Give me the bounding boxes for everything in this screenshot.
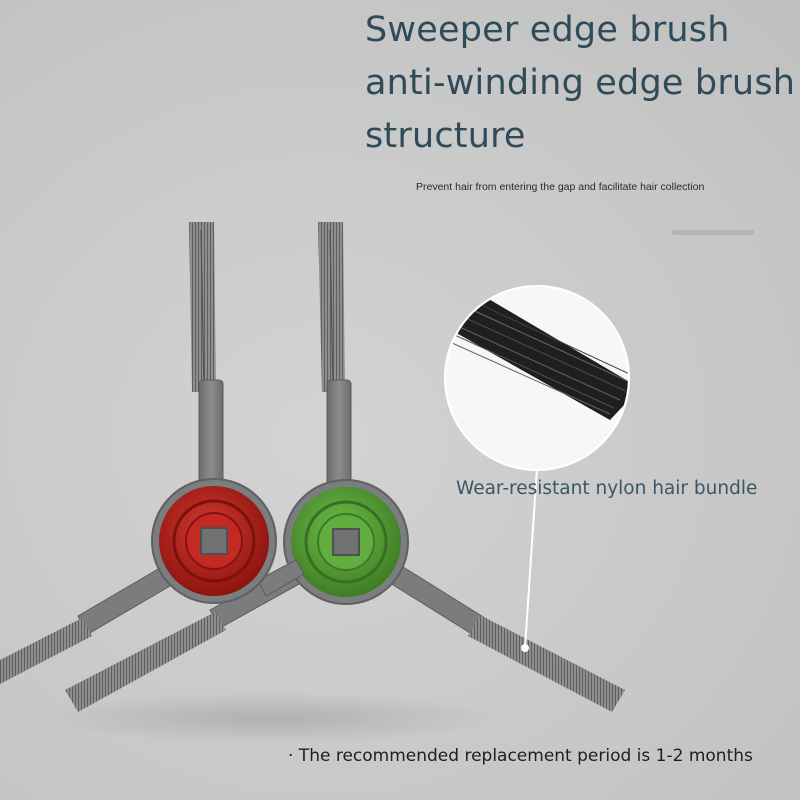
green-brush-right-arm: [381, 559, 625, 712]
floor-shadow: [40, 692, 500, 744]
red-brush-right-arm: [257, 559, 305, 597]
red-hub: [151, 478, 277, 604]
page-title: Sweeper edge brush anti-winding edge bru…: [365, 4, 795, 163]
replacement-note: · The recommended replacement period is …: [288, 746, 753, 766]
red-brush-top-bristle: [189, 222, 216, 392]
green-brush-top-arm: [326, 379, 352, 491]
divider: [672, 230, 754, 235]
nylon-bristle-magnifier: [444, 285, 630, 471]
title-line-2: anti-winding edge brush: [365, 63, 796, 103]
green-brush-top-bristle: [318, 222, 345, 392]
title-line-1: Sweeper edge brush: [365, 10, 730, 50]
callout-label: Wear-resistant nylon hair bundle: [456, 478, 758, 499]
callout-pointer-line: [524, 467, 538, 649]
green-hub: [283, 479, 409, 605]
red-brush-top-arm: [198, 379, 224, 491]
green-edge-brush: [65, 222, 625, 712]
red-edge-brush: [0, 222, 305, 684]
subtitle: Prevent hair from entering the gap and f…: [416, 181, 705, 193]
title-line-3: structure: [365, 116, 526, 156]
callout-pointer-dot: [521, 644, 529, 652]
